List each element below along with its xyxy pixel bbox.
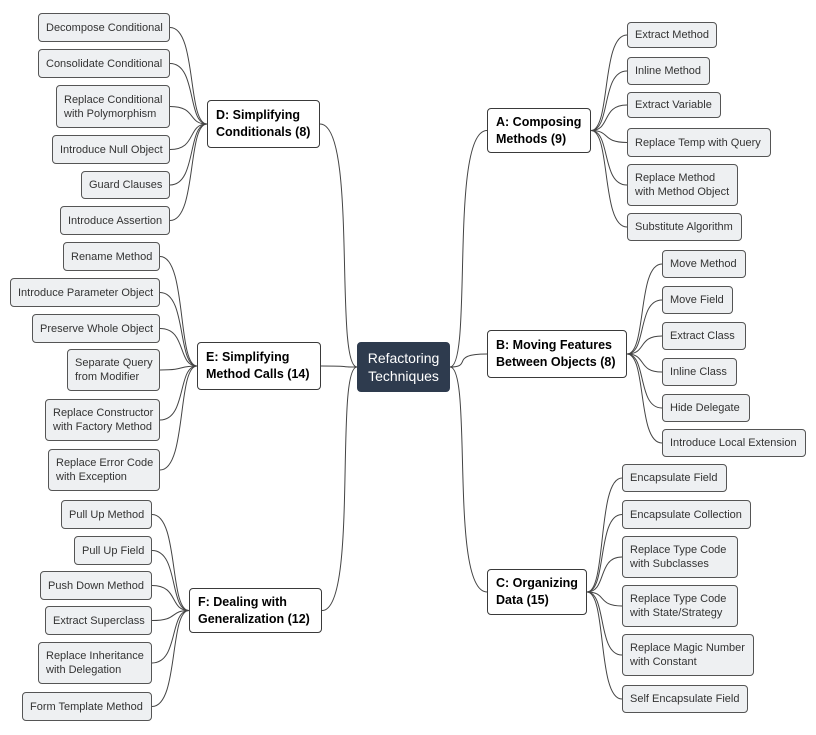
leaf-link-leaf-inline-class (626, 353, 663, 373)
leaf-replace-error-code-with-exception[interactable]: Replace Error Code with Exception (48, 449, 160, 491)
leaf-hide-delegate[interactable]: Hide Delegate (662, 394, 750, 422)
leaf-link-leaf-preserve-whole-object (159, 328, 198, 367)
leaf-introduce-null-object[interactable]: Introduce Null Object (52, 135, 170, 164)
leaf-inline-method[interactable]: Inline Method (627, 57, 710, 85)
branch-organizing-data[interactable]: C: Organizing Data (15) (487, 569, 587, 615)
leaf-replace-method-with-method-object[interactable]: Replace Method with Method Object (627, 164, 738, 206)
root-link-branch-composing-methods (449, 130, 488, 368)
root-link-branch-simplifying-conditionals (319, 123, 358, 368)
leaf-link-leaf-replace-type-code-with-subclasses (586, 556, 623, 593)
leaf-link-leaf-replace-type-code-with-state-strategy (586, 591, 623, 607)
leaf-decompose-conditional[interactable]: Decompose Conditional (38, 13, 170, 42)
leaf-link-leaf-pull-up-field (151, 550, 190, 611)
root-link-branch-dealing-with-generalization (321, 366, 358, 611)
leaf-replace-temp-with-query[interactable]: Replace Temp with Query (627, 128, 771, 157)
leaf-push-down-method[interactable]: Push Down Method (40, 571, 152, 600)
leaf-link-leaf-replace-conditional-with-polymorphism (169, 106, 208, 125)
leaf-link-leaf-extract-class (626, 335, 663, 355)
leaf-replace-magic-number[interactable]: Replace Magic Number with Constant (622, 634, 754, 676)
leaf-replace-inheritance-with-delegation[interactable]: Replace Inheritance with Delegation (38, 642, 152, 684)
leaf-link-leaf-push-down-method (151, 585, 190, 611)
leaf-inline-class[interactable]: Inline Class (662, 358, 737, 386)
leaf-move-method[interactable]: Move Method (662, 250, 746, 278)
leaf-pull-up-field[interactable]: Pull Up Field (74, 536, 152, 565)
leaf-pull-up-method[interactable]: Pull Up Method (61, 500, 152, 529)
leaf-separate-query-from-modifier[interactable]: Separate Query from Modifier (67, 349, 160, 391)
leaf-consolidate-conditional[interactable]: Consolidate Conditional (38, 49, 170, 78)
leaf-extract-variable[interactable]: Extract Variable (627, 92, 721, 118)
leaf-move-field[interactable]: Move Field (662, 286, 733, 314)
leaf-encapsulate-field[interactable]: Encapsulate Field (622, 464, 727, 492)
branch-simplifying-method-calls[interactable]: E: Simplifying Method Calls (14) (197, 342, 321, 390)
leaf-introduce-assertion[interactable]: Introduce Assertion (60, 206, 170, 235)
leaf-replace-constructor-with-factory-method[interactable]: Replace Constructor with Factory Method (45, 399, 160, 441)
leaf-link-leaf-extract-superclass (151, 610, 190, 621)
leaf-link-leaf-rename-method (159, 256, 198, 367)
root-link-branch-simplifying-method-calls (320, 365, 358, 368)
leaf-link-leaf-introduce-local-extension (626, 353, 663, 444)
leaf-link-leaf-move-field (626, 299, 663, 355)
leaf-guard-clauses[interactable]: Guard Clauses (81, 171, 170, 199)
leaf-link-leaf-guard-clauses (169, 123, 208, 186)
leaf-link-leaf-separate-query-from-modifier (159, 365, 198, 371)
leaf-link-leaf-pull-up-method (151, 514, 190, 611)
leaf-form-template-method[interactable]: Form Template Method (22, 692, 152, 721)
leaf-encapsulate-collection[interactable]: Encapsulate Collection (622, 500, 751, 529)
leaf-link-leaf-extract-variable (590, 104, 628, 131)
leaf-link-leaf-replace-method-with-method-object (590, 130, 628, 186)
leaf-replace-type-code-with-subclasses[interactable]: Replace Type Code with Subclasses (622, 536, 738, 578)
branch-simplifying-conditionals[interactable]: D: Simplifying Conditionals (8) (207, 100, 320, 148)
branch-moving-features[interactable]: B: Moving Features Between Objects (8) (487, 330, 627, 378)
leaf-extract-superclass[interactable]: Extract Superclass (45, 606, 152, 635)
leaf-replace-type-code-with-state-strategy[interactable]: Replace Type Code with State/Strategy (622, 585, 738, 627)
leaf-link-leaf-introduce-parameter-object (159, 292, 198, 367)
leaf-link-leaf-replace-constructor-with-factory-method (159, 365, 198, 421)
leaf-link-leaf-hide-delegate (626, 353, 663, 409)
leaf-link-leaf-inline-method (590, 70, 628, 131)
branch-composing-methods[interactable]: A: Composing Methods (9) (487, 108, 591, 153)
leaf-link-leaf-consolidate-conditional (169, 63, 208, 125)
leaf-preserve-whole-object[interactable]: Preserve Whole Object (32, 314, 160, 343)
leaf-introduce-local-extension[interactable]: Introduce Local Extension (662, 429, 806, 457)
leaf-link-leaf-decompose-conditional (169, 27, 208, 125)
leaf-link-leaf-introduce-assertion (169, 123, 208, 221)
leaf-link-leaf-substitute-algorithm (590, 130, 628, 228)
leaf-link-leaf-replace-error-code-with-exception (159, 365, 198, 471)
leaf-link-leaf-replace-temp-with-query (590, 130, 628, 143)
leaf-link-leaf-replace-inheritance-with-delegation (151, 610, 190, 664)
leaf-link-leaf-encapsulate-collection (586, 514, 623, 593)
leaf-rename-method[interactable]: Rename Method (63, 242, 160, 271)
leaf-self-encapsulate-field[interactable]: Self Encapsulate Field (622, 685, 748, 713)
leaf-extract-class[interactable]: Extract Class (662, 322, 746, 350)
root-node[interactable]: Refactoring Techniques (357, 342, 450, 392)
leaf-introduce-parameter-object[interactable]: Introduce Parameter Object (10, 278, 160, 307)
leaf-link-leaf-replace-magic-number (586, 591, 623, 656)
leaf-link-leaf-extract-method (590, 34, 628, 131)
leaf-link-leaf-encapsulate-field (586, 477, 623, 593)
root-link-branch-moving-features (449, 353, 488, 368)
leaf-link-leaf-introduce-null-object (169, 123, 208, 150)
leaf-link-leaf-form-template-method (151, 610, 190, 707)
leaf-replace-conditional-with-polymorphism[interactable]: Replace Conditional with Polymorphism (56, 85, 170, 128)
leaf-link-leaf-self-encapsulate-field (586, 591, 623, 700)
leaf-extract-method[interactable]: Extract Method (627, 22, 717, 48)
leaf-link-leaf-move-method (626, 263, 663, 355)
branch-dealing-with-generalization[interactable]: F: Dealing with Generalization (12) (189, 588, 322, 633)
root-link-branch-organizing-data (449, 366, 488, 593)
leaf-substitute-algorithm[interactable]: Substitute Algorithm (627, 213, 742, 241)
